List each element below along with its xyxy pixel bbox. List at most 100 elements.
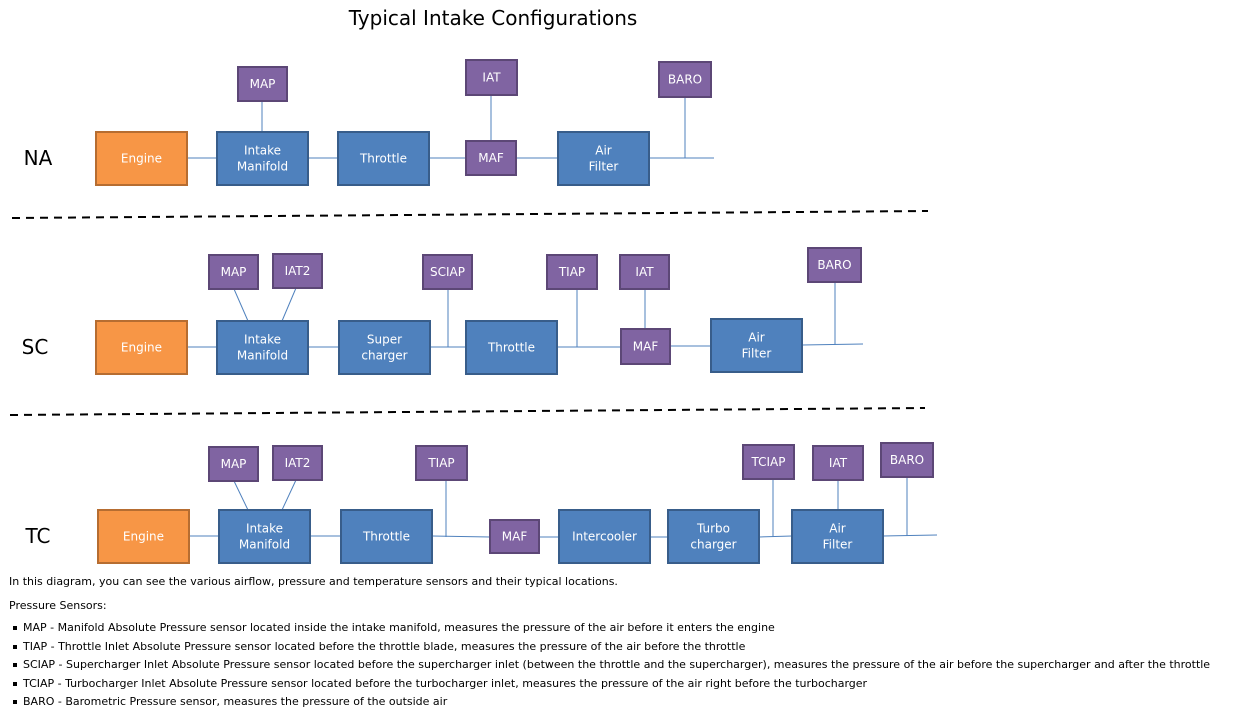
sc-sciap-sensor-shape	[422, 254, 473, 290]
tc-throttle-box-label: Throttle	[362, 530, 410, 544]
tc-intercooler-box-label: Intercooler	[572, 530, 637, 544]
sc-baro-sensor-label: BARO	[817, 258, 851, 272]
intake-diagram: Typical Intake Configurations NA SC TC E…	[9, 6, 938, 564]
sc-tiap-sensor: TIAP	[546, 254, 598, 290]
row-label-sc: SC	[22, 335, 49, 359]
tc-map-sensor-label: MAP	[221, 457, 247, 471]
notes-intro: In this diagram, you can see the various…	[9, 575, 618, 588]
tc-engine-box-shape	[97, 509, 190, 564]
tc-iat2-sensor: IAT2	[272, 445, 323, 481]
sc-sciap-sensor: SCIAP	[422, 254, 473, 290]
sc-maf-sensor-shape	[620, 328, 671, 365]
tc-baro-sensor-shape	[880, 442, 934, 478]
sc-super-charger-box-shape	[338, 320, 431, 375]
sc-throttle-box-label: Throttle	[487, 341, 535, 355]
na-map-sensor-shape	[237, 66, 288, 102]
sc-air-filter-box-shape	[710, 318, 803, 373]
sc-tiap-sensor-shape	[546, 254, 598, 290]
list-item-sciap: SCIAP - Supercharger Inlet Absolute Pres…	[9, 656, 1229, 675]
sc-intake-manifold-box-shape	[216, 320, 309, 375]
sc-iat-sensor: IAT	[619, 254, 670, 290]
tc-tciap-sensor-label: TCIAP	[751, 455, 786, 469]
tc-iat-sensor-shape	[812, 445, 864, 481]
connection-lines	[187, 95, 938, 538]
tc-maf-sensor-shape	[489, 519, 540, 554]
tc-tiap-sensor-label: TIAP	[427, 456, 454, 470]
na-baro-sensor: BARO	[658, 61, 712, 98]
tc-sensor-connector	[281, 479, 297, 511]
sc-baro-sensor: BARO	[807, 247, 862, 283]
na-map-sensor-label: MAP	[250, 77, 276, 91]
list-item-map: MAP - Manifold Absolute Pressure sensor …	[9, 619, 1229, 638]
tc-tiap-sensor: TIAP	[415, 445, 468, 481]
tc-iat2-sensor-shape	[272, 445, 323, 481]
na-engine-box: Engine	[95, 131, 188, 186]
row-label-tc: TC	[24, 524, 50, 548]
separator-na-sc	[11, 210, 929, 219]
tc-airflow-line	[431, 535, 491, 538]
tc-throttle-box-shape	[340, 509, 433, 564]
sc-iat-sensor-label: IAT	[635, 265, 654, 279]
na-maf-sensor-shape	[465, 140, 517, 176]
tc-airflow-line	[758, 535, 793, 538]
tc-intercooler-box: Intercooler	[558, 509, 651, 564]
tc-engine-box: Engine	[97, 509, 190, 564]
sc-sciap-sensor-label: SCIAP	[430, 265, 465, 279]
sc-iat2-sensor-shape	[272, 253, 323, 289]
tc-airflow-line	[882, 534, 938, 537]
na-throttle-box-label: Throttle	[359, 152, 407, 166]
sc-maf-sensor-label: MAF	[633, 340, 659, 354]
tc-tiap-sensor-shape	[415, 445, 468, 481]
tc-iat2-sensor-label: IAT2	[285, 456, 311, 470]
tc-iat-sensor: IAT	[812, 445, 864, 481]
na-baro-sensor-label: BARO	[668, 73, 702, 87]
na-maf-sensor-label: MAF	[478, 151, 504, 165]
na-throttle-box: Throttle	[337, 131, 430, 186]
tc-air-filter-box-shape	[791, 509, 884, 564]
list-item-tiap: TIAP - Throttle Inlet Absolute Pressure …	[9, 638, 1229, 657]
na-iat-sensor-shape	[465, 59, 518, 96]
sc-throttle-box: Throttle	[465, 320, 558, 375]
sc-iat-sensor-shape	[619, 254, 670, 290]
tc-map-sensor: MAP	[208, 446, 259, 482]
sc-engine-box-shape	[95, 320, 188, 375]
na-engine-box-shape	[95, 131, 188, 186]
list-item-baro: BARO - Barometric Pressure sensor, measu…	[9, 693, 1229, 712]
tc-intercooler-box-shape	[558, 509, 651, 564]
sc-airflow-line	[801, 343, 864, 346]
na-air-filter-box-shape	[557, 131, 650, 186]
tc-maf-sensor-label: MAF	[502, 530, 528, 544]
sc-baro-sensor-shape	[807, 247, 862, 283]
tc-tciap-sensor: TCIAP	[742, 444, 795, 480]
sc-map-sensor: MAP	[208, 254, 259, 290]
sc-sensor-connector	[233, 288, 249, 322]
tc-maf-sensor: MAF	[489, 519, 540, 554]
na-maf-sensor: MAF	[465, 140, 517, 176]
na-iat-sensor-label: IAT	[482, 71, 501, 85]
diagram-title: Typical Intake Configurations	[348, 6, 638, 30]
tc-map-sensor-shape	[208, 446, 259, 482]
na-engine-box-label: Engine	[121, 152, 162, 166]
na-intake-manifold-box-shape	[216, 131, 309, 186]
separator-sc-tc	[9, 407, 926, 416]
na-throttle-box-shape	[337, 131, 430, 186]
tc-intake-manifold-box-shape	[218, 509, 311, 564]
list-item-tciap: TCIAP - Turbocharger Inlet Absolute Pres…	[9, 675, 1229, 694]
tc-turbo-charger-box-shape	[667, 509, 760, 564]
notes-heading: Pressure Sensors:	[9, 599, 107, 612]
pressure-sensor-list: MAP - Manifold Absolute Pressure sensor …	[9, 619, 1229, 712]
